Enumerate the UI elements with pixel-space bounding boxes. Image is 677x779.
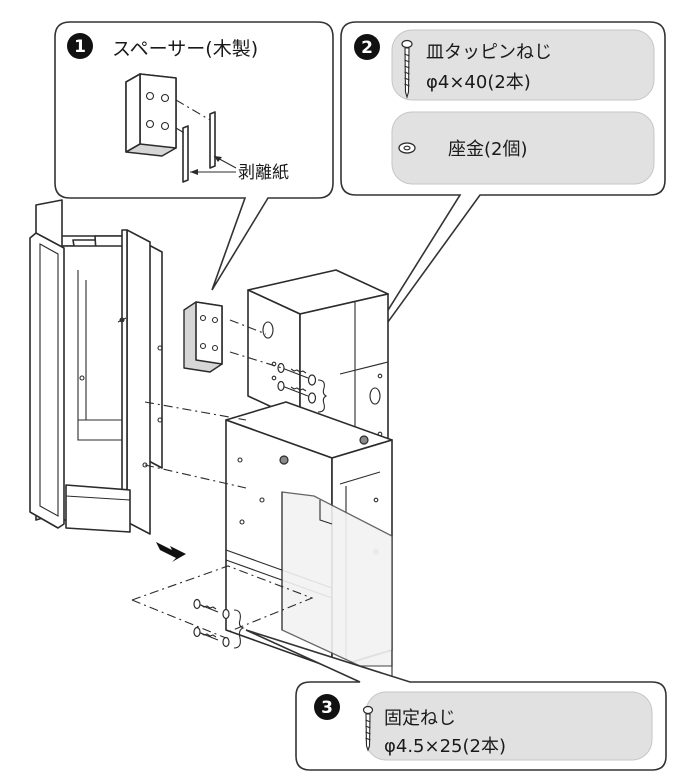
screw-name: 皿タッピンねじ	[426, 42, 552, 63]
spacer-illustration	[125, 73, 177, 157]
left-frame-unit	[29, 199, 163, 535]
callout-number-badge-2	[354, 34, 380, 60]
fixing-screw-icon	[362, 705, 374, 752]
spacer-title: スペーサー(木製)	[112, 38, 258, 60]
fixing-screw-name: 固定ねじ	[384, 708, 456, 729]
alignment-dashes	[131, 401, 314, 639]
assembly-direction-arrow	[156, 542, 186, 562]
washer-pill	[391, 111, 655, 185]
callout-number-2: 2	[361, 38, 373, 58]
cabinet-assembly-drawing	[29, 199, 393, 700]
callout-number-1: 1	[74, 37, 86, 57]
screw-icon	[401, 39, 413, 99]
screw-pill	[391, 29, 655, 101]
callout-number-badge-3	[314, 694, 340, 720]
screw-spec: φ4×40(2本)	[426, 72, 531, 93]
callout-screws: 2 皿タッピンねじ φ4×40(2本) 座金(2個)	[334, 21, 666, 396]
fixing-screw-spec: φ4.5×25(2本)	[384, 736, 506, 757]
callout-spacer: 1 スペーサー(木製) 剥離紙	[54, 21, 334, 291]
callout-number-3: 3	[321, 698, 333, 718]
washer-label: 座金(2個)	[448, 139, 528, 160]
upper-screws	[229, 319, 328, 413]
lower-cabinet-unit	[225, 401, 393, 700]
lower-screws	[193, 598, 245, 649]
washer-icon	[398, 142, 416, 154]
callout-fixing-screws: 3 固定ねじ φ4.5×25(2本)	[245, 629, 667, 771]
callout-spacer-bubble	[54, 21, 334, 291]
release-paper-illustration	[175, 99, 237, 183]
release-paper-label: 剥離紙	[238, 163, 289, 183]
callout-number-badge-1	[67, 33, 93, 59]
spacer-part	[183, 301, 223, 373]
